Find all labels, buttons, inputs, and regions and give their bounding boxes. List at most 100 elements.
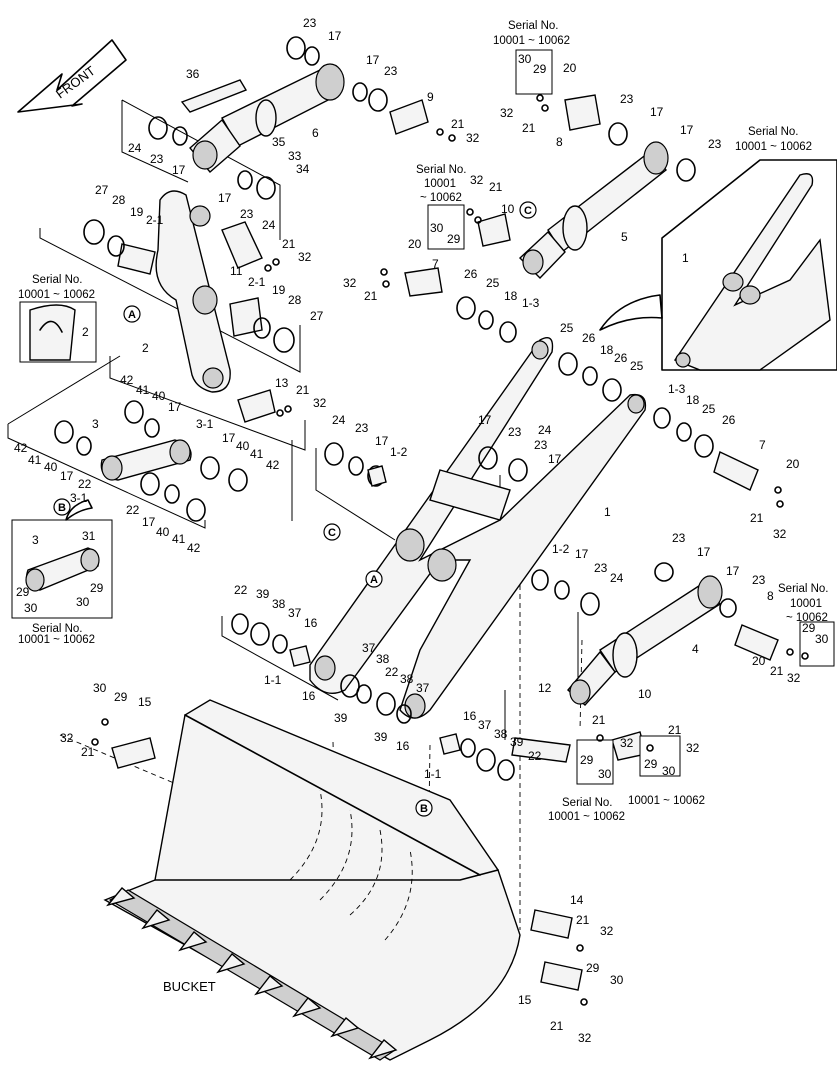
part-callout[interactable]: 17 (680, 123, 694, 137)
part-callout[interactable]: 37 (416, 681, 430, 695)
part-callout[interactable]: 17 (328, 29, 342, 43)
part-callout[interactable]: 37 (478, 718, 492, 732)
part-callout[interactable]: 8 (767, 589, 774, 603)
part-callout[interactable]: 39 (256, 587, 270, 601)
part-callout[interactable]: 26 (614, 351, 628, 365)
part-callout[interactable]: 28 (288, 293, 302, 307)
part-callout[interactable]: 16 (396, 739, 410, 753)
part-callout[interactable]: 31 (82, 529, 96, 543)
part-callout[interactable]: 21 (576, 913, 590, 927)
part-callout[interactable]: 24 (332, 413, 346, 427)
part-callout[interactable]: 37 (362, 641, 376, 655)
part-callout[interactable]: 1 (682, 251, 689, 265)
part-callout[interactable]: 42 (14, 441, 28, 455)
part-callout[interactable]: 16 (463, 709, 477, 723)
part-callout[interactable]: 17 (222, 431, 236, 445)
part-callout[interactable]: 23 (150, 152, 164, 166)
part-callout[interactable]: 39 (334, 711, 348, 725)
part-callout[interactable]: 28 (112, 193, 126, 207)
part-callout[interactable]: 23 (708, 137, 722, 151)
part-callout[interactable]: 30 (76, 595, 90, 609)
part-callout[interactable]: 17 (548, 452, 562, 466)
part-callout[interactable]: 20 (786, 457, 800, 471)
part-callout[interactable]: 35 (272, 135, 286, 149)
part-callout[interactable]: 17 (375, 434, 389, 448)
part-callout[interactable]: 32 (686, 741, 700, 755)
part-callout[interactable]: 21 (296, 383, 310, 397)
part-callout[interactable]: 19 (130, 205, 144, 219)
part-callout[interactable]: 17 (650, 105, 664, 119)
part-callout[interactable]: 18 (600, 343, 614, 357)
part-callout[interactable]: 9 (427, 90, 434, 104)
part-callout[interactable]: 32 (500, 106, 514, 120)
part-callout[interactable]: 30 (662, 764, 676, 778)
ref-circle-c-1[interactable]: C (519, 201, 537, 219)
part-callout[interactable]: 24 (262, 218, 276, 232)
part-callout[interactable]: 23 (355, 421, 369, 435)
part-callout[interactable]: 15 (518, 993, 532, 1007)
part-callout[interactable]: 30 (518, 52, 532, 66)
part-callout[interactable]: 2-1 (248, 275, 266, 289)
part-callout[interactable]: 17 (366, 53, 380, 67)
part-callout[interactable]: 26 (582, 331, 596, 345)
part-callout[interactable]: 40 (156, 525, 170, 539)
part-callout[interactable]: 23 (534, 438, 548, 452)
part-callout[interactable]: 10 (638, 687, 652, 701)
part-callout[interactable]: 38 (400, 672, 414, 686)
part-callout[interactable]: 32 (773, 527, 787, 541)
part-callout[interactable]: 17 (575, 547, 589, 561)
part-callout[interactable]: 20 (563, 61, 577, 75)
part-callout[interactable]: 8 (556, 135, 563, 149)
part-callout[interactable]: 21 (592, 713, 606, 727)
part-callout[interactable]: 2-1 (146, 213, 164, 227)
part-callout[interactable]: 29 (580, 753, 594, 767)
part-callout[interactable]: 22 (528, 749, 542, 763)
part-callout[interactable]: 21 (81, 745, 95, 759)
part-callout[interactable]: 7 (759, 438, 766, 452)
part-callout[interactable]: 22 (234, 583, 248, 597)
part-callout[interactable]: 1-3 (522, 296, 540, 310)
part-callout[interactable]: 23 (303, 16, 317, 30)
part-callout[interactable]: 32 (600, 924, 614, 938)
ref-circle-a-1[interactable]: A (123, 305, 141, 323)
part-callout[interactable]: 32 (787, 671, 801, 685)
part-callout[interactable]: 23 (752, 573, 766, 587)
part-callout[interactable]: 41 (250, 447, 264, 461)
part-callout[interactable]: 21 (451, 117, 465, 131)
part-callout[interactable]: 16 (302, 689, 316, 703)
part-callout[interactable]: 21 (489, 180, 503, 194)
part-callout[interactable]: 2 (82, 325, 89, 339)
part-callout[interactable]: 29 (644, 757, 658, 771)
part-callout[interactable]: 23 (620, 92, 634, 106)
part-callout[interactable]: 30 (93, 681, 107, 695)
part-callout[interactable]: 21 (364, 289, 378, 303)
part-callout[interactable]: 39 (374, 730, 388, 744)
part-callout[interactable]: 27 (95, 183, 109, 197)
part-callout[interactable]: 32 (620, 736, 634, 750)
ref-circle-b-1[interactable]: B (53, 498, 71, 516)
part-callout[interactable]: 23 (672, 531, 686, 545)
part-callout[interactable]: 23 (240, 207, 254, 221)
part-callout[interactable]: 41 (136, 383, 150, 397)
part-callout[interactable]: 21 (522, 121, 536, 135)
part-callout[interactable]: 24 (610, 571, 624, 585)
part-callout[interactable]: 41 (172, 532, 186, 546)
part-callout[interactable]: 30 (598, 767, 612, 781)
part-callout[interactable]: 41 (28, 453, 42, 467)
part-callout[interactable]: 32 (313, 396, 327, 410)
part-callout[interactable]: 21 (770, 664, 784, 678)
part-callout[interactable]: 32 (343, 276, 357, 290)
part-callout[interactable]: 24 (128, 141, 142, 155)
part-callout[interactable]: 6 (312, 126, 319, 140)
part-callout[interactable]: 32 (298, 250, 312, 264)
part-callout[interactable]: 38 (272, 597, 286, 611)
part-callout[interactable]: 30 (610, 973, 624, 987)
part-callout[interactable]: 21 (668, 723, 682, 737)
part-callout[interactable]: 30 (815, 632, 829, 646)
part-callout[interactable]: 29 (533, 62, 547, 76)
part-callout[interactable]: 17 (218, 191, 232, 205)
part-callout[interactable]: 2 (142, 341, 149, 355)
part-callout[interactable]: 17 (697, 545, 711, 559)
part-callout[interactable]: 1 (604, 505, 611, 519)
part-callout[interactable]: 33 (288, 149, 302, 163)
